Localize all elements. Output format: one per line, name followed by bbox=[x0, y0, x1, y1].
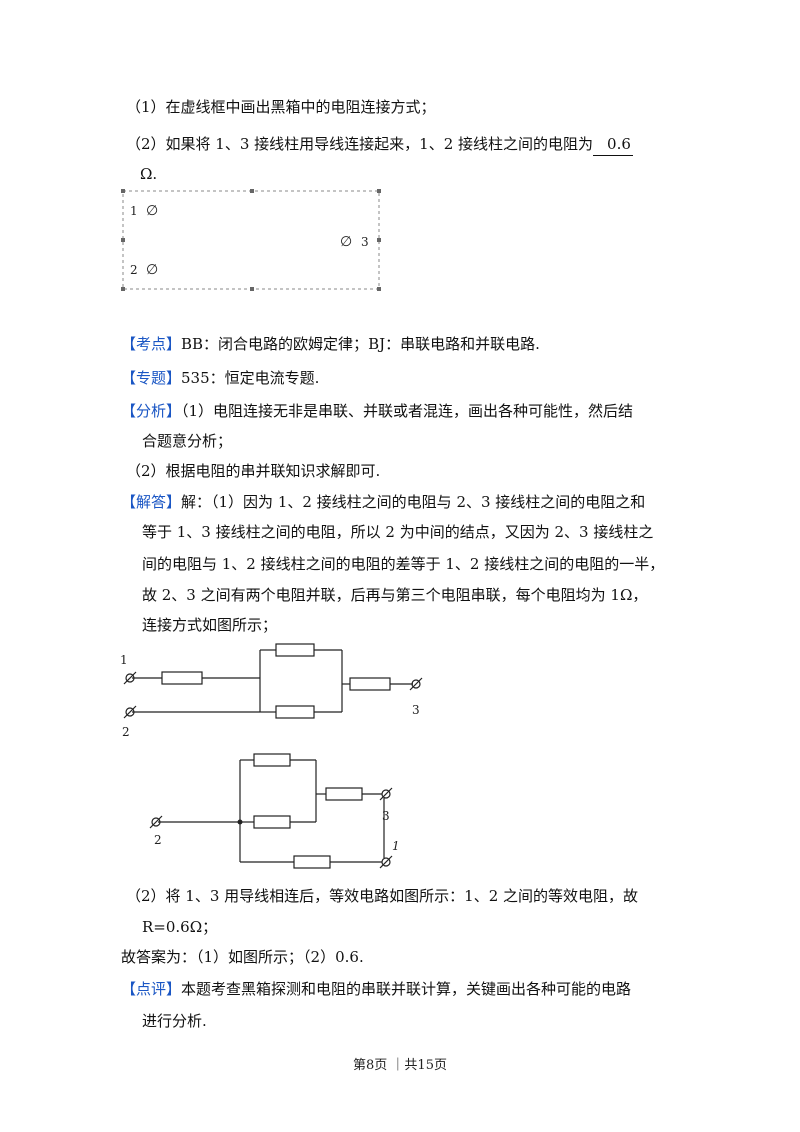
resistor-r8 bbox=[293, 855, 331, 869]
resistor-r7 bbox=[325, 787, 363, 801]
circuit-diagram-2: 2 3 1 bbox=[149, 753, 400, 869]
kaodian-row: 【考点】BB：闭合电路的欧姆定律；BJ：串联电路和并联电路. bbox=[121, 333, 540, 355]
page-footer: 第8页 ｜共15页 bbox=[353, 1058, 447, 1073]
fig1-terminal-3-label: 3 bbox=[412, 703, 420, 717]
kaodian-text: BB：闭合电路的欧姆定律；BJ：串联电路和并联电路. bbox=[181, 335, 540, 353]
kaodian-tag: 【考点】 bbox=[121, 335, 182, 353]
blackbox-terminal-2-label: 2 bbox=[130, 263, 138, 277]
resistor-r3 bbox=[275, 705, 315, 719]
jieda-line-4: 故 2、3 之间有两个电阻并联，后再与第三个电阻串联，每个电阻均为 1Ω， bbox=[142, 586, 648, 604]
resistor-r5 bbox=[253, 753, 291, 767]
question-answer-blank: 0.6 bbox=[593, 133, 633, 156]
question-unit: Ω. bbox=[140, 165, 158, 183]
fenxi-tag: 【分析】 bbox=[121, 402, 182, 420]
dianping-line-2: 进行分析. bbox=[142, 1012, 207, 1030]
fig1-terminal-1-label: 1 bbox=[120, 653, 128, 667]
resistor-r6 bbox=[253, 815, 291, 829]
jieda-line-3: 间的电阻与 1、2 接线柱之间的电阻的差等于 1、2 接线柱之间的电阻的一半， bbox=[142, 555, 665, 573]
jieda-line-5: 连接方式如图所示； bbox=[142, 616, 278, 634]
part2-line-2: R=0.6Ω； bbox=[142, 918, 218, 936]
fig2-terminal-2-label: 2 bbox=[154, 833, 162, 847]
dianping-row: 【点评】本题考查黑箱探测和电阻的串联并联计算，关键画出各种可能的电路 bbox=[121, 978, 631, 1000]
question-part-2-text: （2）如果将 1、3 接线柱用导线连接起来，1、2 接线柱之间的电阻为 bbox=[126, 135, 594, 153]
zhuanti-text: 535：恒定电流专题. bbox=[181, 369, 320, 387]
final-answer: 故答案为：（1）如图所示；（2）0.6. bbox=[121, 948, 364, 966]
zhuanti-tag: 【专题】 bbox=[121, 369, 182, 387]
fenxi-line-2: 合题意分析； bbox=[142, 432, 233, 450]
blackbox-terminal-3-label: 3 bbox=[361, 235, 369, 249]
fenxi-line-1: （1）电阻连接无非是串联、并联或者混连，画出各种可能性，然后结 bbox=[181, 402, 634, 420]
blackbox-terminal-1-icon: ∅ bbox=[146, 203, 158, 219]
dianping-tag: 【点评】 bbox=[121, 980, 182, 998]
jieda-tag: 【解答】 bbox=[121, 493, 182, 511]
resistor-r2 bbox=[275, 643, 315, 657]
fig2-terminal-1-label: 1 bbox=[392, 839, 400, 853]
resistor-r1 bbox=[161, 671, 203, 685]
resistor-r4 bbox=[349, 677, 391, 691]
fig2-terminal-3-label: 3 bbox=[382, 809, 390, 823]
jieda-row: 【解答】解：（1）因为 1、2 接线柱之间的电阻与 2、3 接线柱之间的电阻之和 bbox=[121, 491, 645, 513]
part2-line-1: （2）将 1、3 用导线相连后，等效电路如图所示：1、2 之间的等效电阻，故 bbox=[126, 887, 639, 905]
fenxi-line-3: （2）根据电阻的串并联知识求解即可. bbox=[126, 462, 381, 480]
fenxi-row: 【分析】（1）电阻连接无非是串联、并联或者混连，画出各种可能性，然后结 bbox=[121, 400, 633, 422]
question-part-1: （1）在虚线框中画出黑箱中的电阻连接方式； bbox=[126, 98, 436, 116]
dianping-line-1: 本题考查黑箱探测和电阻的串联并联计算，关键画出各种可能的电路 bbox=[181, 980, 632, 998]
jieda-line-1: 解：（1）因为 1、2 接线柱之间的电阻与 2、3 接线柱之间的电阻之和 bbox=[181, 493, 646, 511]
jieda-line-2: 等于 1、3 接线柱之间的电阻，所以 2 为中间的结点，又因为 2、3 接线柱之 bbox=[142, 523, 654, 541]
circuit-diagram-1: 1 2 3 bbox=[120, 643, 423, 739]
blackbox-diagram: 1 ∅ 2 ∅ ∅ 3 bbox=[121, 189, 381, 291]
fig1-terminal-2-label: 2 bbox=[122, 725, 130, 739]
blackbox-terminal-3-icon: ∅ bbox=[340, 234, 352, 250]
blackbox-terminal-2-icon: ∅ bbox=[146, 262, 158, 278]
blackbox-terminal-1-label: 1 bbox=[130, 204, 138, 218]
zhuanti-row: 【专题】535：恒定电流专题. bbox=[121, 367, 319, 389]
